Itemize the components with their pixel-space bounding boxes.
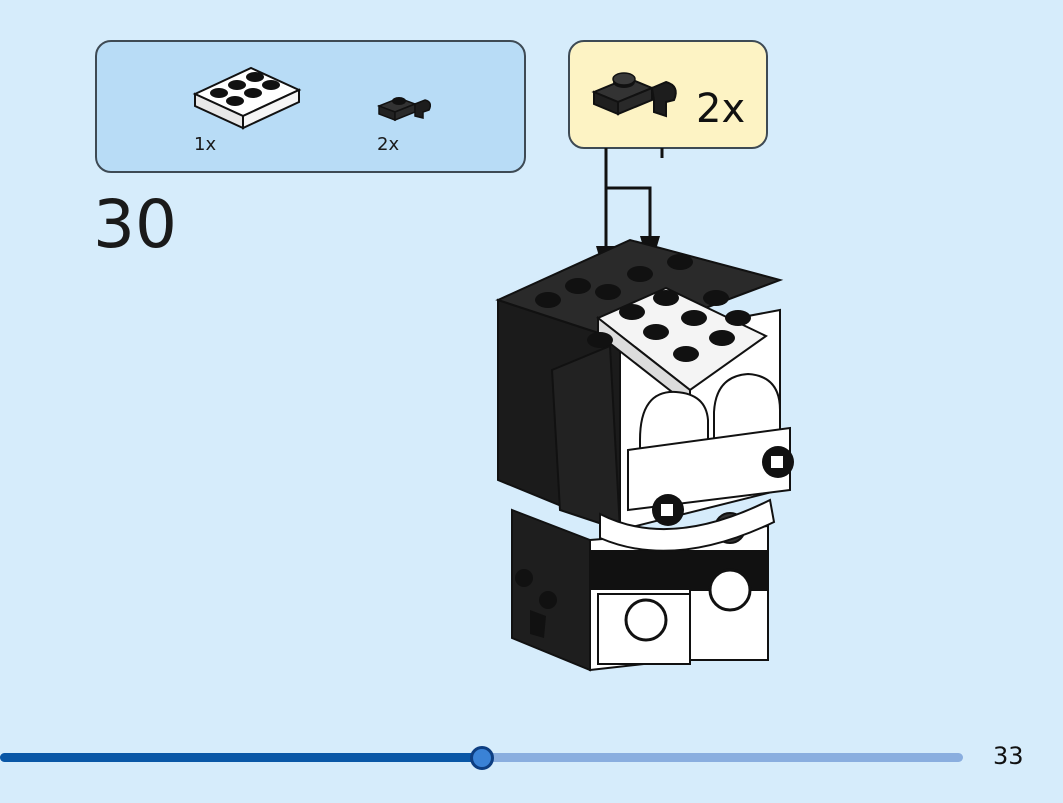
step-number: 30 <box>93 186 177 263</box>
progress-fill <box>0 753 482 762</box>
part-quantity-2: 2x <box>377 134 400 155</box>
black-clip-plate-icon <box>376 97 432 122</box>
black-clip-plate-icon <box>591 72 677 118</box>
sub-step-callout: 2x <box>568 40 768 149</box>
callout-quantity: 2x <box>696 86 746 132</box>
progress-handle[interactable] <box>470 746 494 770</box>
model-illustration <box>495 238 794 672</box>
part-quantity-1: 1x <box>194 134 217 155</box>
page-number: 33 <box>993 742 1024 770</box>
white-2x3-plate-icon <box>192 66 302 130</box>
parts-list-box: 1x 2x <box>95 40 526 173</box>
